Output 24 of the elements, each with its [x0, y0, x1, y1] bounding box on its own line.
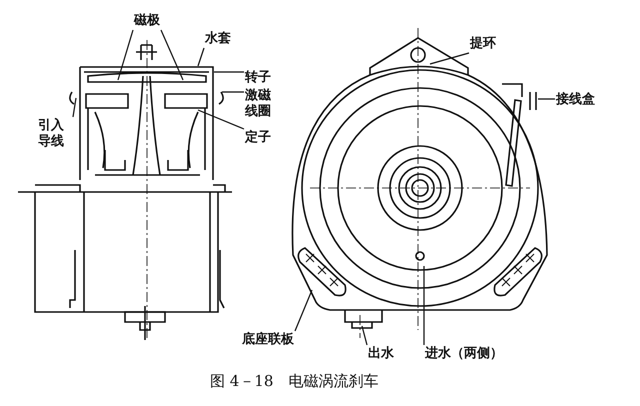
leader-line — [361, 326, 368, 346]
part-label: 接线盒 — [556, 92, 595, 108]
leader-line — [72, 98, 77, 118]
part-label: 提环 — [470, 36, 496, 52]
figure-caption: 图 4－18 电磁涡流刹车 — [210, 372, 378, 391]
leader-line — [430, 52, 470, 65]
part-label: 水套 — [205, 31, 231, 47]
leader-line — [423, 266, 425, 345]
leader-line — [222, 91, 244, 93]
part-label: 激磁线圈 — [245, 88, 279, 120]
leader-line — [160, 30, 184, 80]
leader-line — [294, 290, 313, 332]
leader-line — [198, 109, 244, 130]
leader-line — [197, 48, 205, 66]
part-label: 出水 — [368, 346, 394, 362]
part-label: 转子 — [245, 70, 271, 86]
part-label: 底座联板 — [242, 332, 294, 348]
leader-line — [538, 98, 555, 100]
part-label: 磁极 — [134, 13, 160, 29]
part-label: 进水（两侧） — [425, 346, 503, 362]
part-label: 引入导线 — [38, 118, 72, 150]
part-label: 定子 — [245, 130, 271, 146]
leader-line — [214, 71, 244, 73]
leader-line — [117, 30, 134, 80]
